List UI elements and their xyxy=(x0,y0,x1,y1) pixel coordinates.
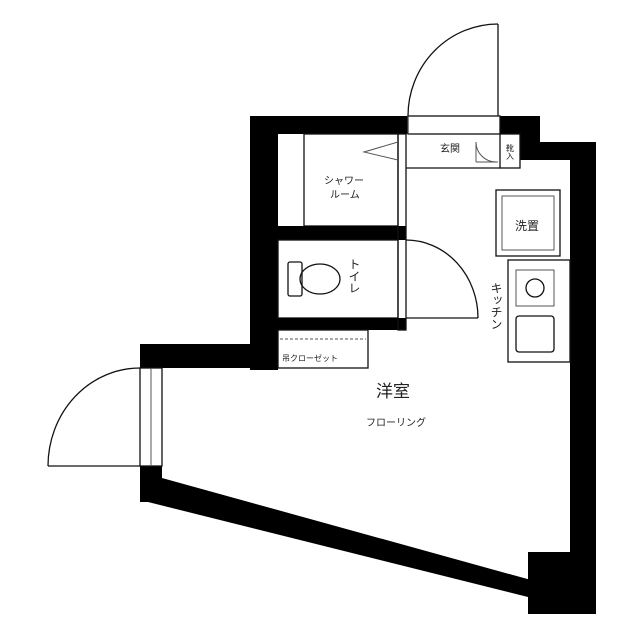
toilet-fixture xyxy=(287,239,479,319)
shower-door xyxy=(362,141,399,161)
shower-door-swing xyxy=(362,141,399,161)
wall-right xyxy=(570,142,596,614)
laundry-box-outer xyxy=(495,189,561,257)
wall-shower-bottom xyxy=(278,226,406,240)
wall-bottom-slant xyxy=(140,470,596,614)
toilet-door-swing xyxy=(405,239,479,319)
wall-main-left-lower xyxy=(140,466,162,502)
toilet-box xyxy=(277,239,399,319)
toilet-bowl xyxy=(299,263,341,295)
wall-upper-left xyxy=(250,116,278,370)
wall-main-top xyxy=(140,344,278,368)
stove-burner xyxy=(525,278,545,298)
balcony-door-swing xyxy=(47,367,141,467)
kitchen-counter xyxy=(507,259,571,363)
label-western-room: 洋室 xyxy=(376,382,410,402)
label-laundry: 洗置 xyxy=(515,219,539,233)
walls xyxy=(140,116,596,614)
label-closet: 吊クローゼット xyxy=(282,353,338,363)
label-shoebox: 靴入 xyxy=(506,143,515,160)
label-entrance: 玄関 xyxy=(440,142,460,155)
entrance-door-frame xyxy=(407,115,501,135)
balcony-door xyxy=(47,367,163,467)
laundry-box-inner xyxy=(501,195,555,251)
entrance-door xyxy=(407,23,501,163)
shoebox xyxy=(499,133,521,169)
partitions xyxy=(277,133,521,369)
wall-toilet-bottom xyxy=(278,318,406,330)
entrance-door-swing xyxy=(407,23,499,117)
label-shower-line2: ルーム xyxy=(330,189,360,201)
label-toilet: トイレ xyxy=(347,258,361,294)
kitchen-area xyxy=(507,259,571,363)
label-flooring: フローリング xyxy=(366,416,426,429)
stove-box xyxy=(515,269,555,307)
wall-top-left xyxy=(250,116,408,134)
shower-right-partition xyxy=(397,133,407,331)
toilet-tank xyxy=(287,261,303,297)
sink xyxy=(515,315,555,353)
labels: 洋室 フローリング シャワー ルーム トイレ キッチン 洗置 玄関 靴入 吊クロ… xyxy=(282,142,539,429)
label-shower-line1: シャワー xyxy=(324,176,364,187)
label-kitchen: キッチン xyxy=(489,282,503,330)
entrance-step-arc xyxy=(475,141,497,163)
closet-box xyxy=(277,329,369,369)
laundry-area xyxy=(495,189,561,257)
